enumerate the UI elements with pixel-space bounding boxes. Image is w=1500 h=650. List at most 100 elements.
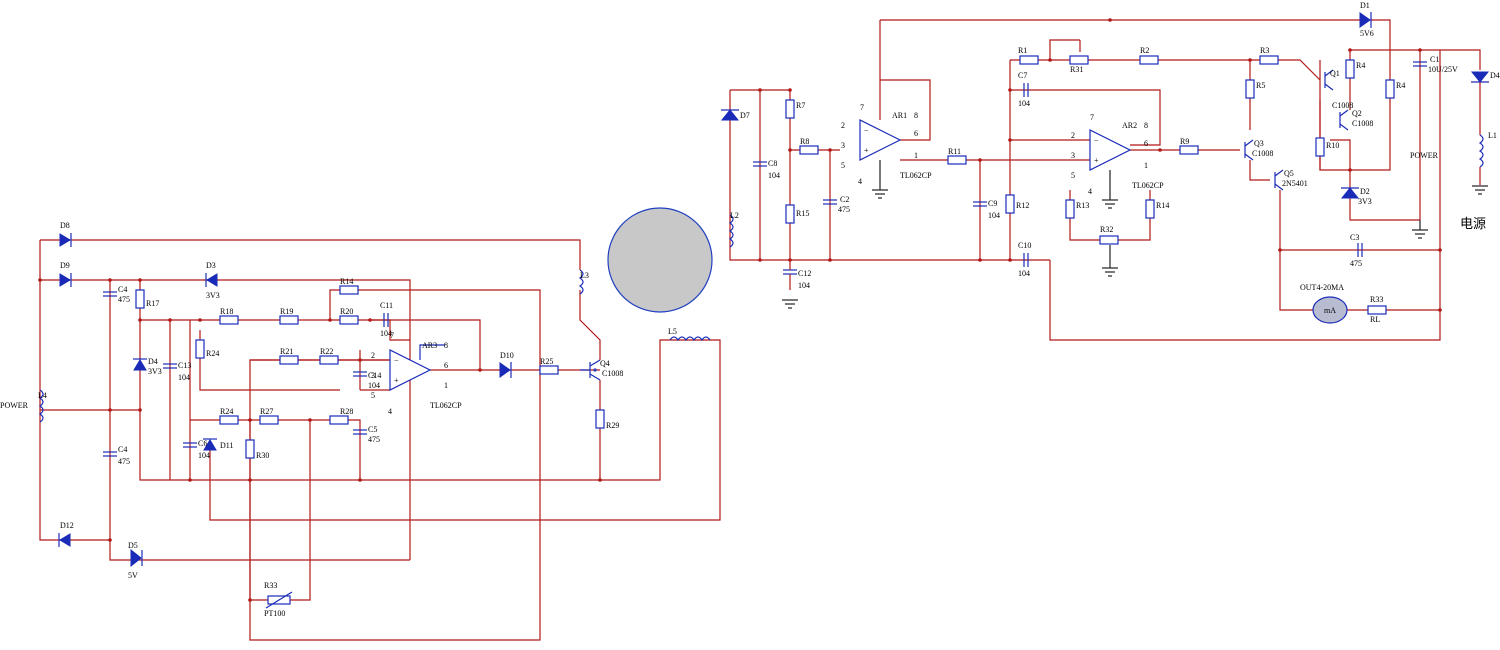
resistor-r20 xyxy=(339,315,359,325)
resistor-r2 xyxy=(1139,55,1159,65)
label-r33-right: R33 xyxy=(1370,295,1383,304)
label-r24-bottom: R24 xyxy=(220,407,233,416)
resistor-r22 xyxy=(319,355,339,365)
label-r30: R30 xyxy=(256,451,269,460)
label-d2-value: 3V3 xyxy=(1358,197,1372,206)
resistor-r5 xyxy=(1245,79,1255,99)
pin-ar1-2: 2 xyxy=(841,121,845,130)
diode-d2 xyxy=(1340,187,1360,199)
label-q3: Q3 xyxy=(1254,139,1264,148)
pin-ar1-4: 4 xyxy=(858,177,862,186)
svg-text:−: − xyxy=(864,126,869,135)
resistor-r29 xyxy=(595,409,605,429)
label-r4-top: R4 xyxy=(1356,61,1365,70)
pin-ar3-6: 6 xyxy=(444,361,448,370)
label-r11: R11 xyxy=(948,147,961,156)
label-r24-left: R24 xyxy=(206,349,219,358)
resistor-r4-top xyxy=(1345,59,1355,79)
resistor-r4-right xyxy=(1385,79,1395,99)
resistor-r21 xyxy=(279,355,299,365)
label-d2: D2 xyxy=(1360,187,1370,196)
label-c12: C12 xyxy=(798,269,811,278)
label-q4: Q4 xyxy=(600,359,610,368)
right-circuit-wires xyxy=(729,19,1481,341)
inductor-l3 xyxy=(578,269,584,295)
label-c3-value: 475 xyxy=(1350,259,1362,268)
resistor-r24-left xyxy=(195,339,205,359)
label-l5: L5 xyxy=(668,327,677,336)
label-c1-value: 10U/25V xyxy=(1428,65,1458,74)
label-c9-value: 104 xyxy=(988,211,1000,220)
svg-text:+: + xyxy=(394,376,399,385)
label-l3: L3 xyxy=(580,271,589,280)
label-c4-bottom: C4 xyxy=(118,445,127,454)
diode-d12 xyxy=(59,533,71,547)
right-junctions xyxy=(758,18,1442,312)
resistor-r26 xyxy=(219,415,239,425)
label-l4: L4 xyxy=(38,391,47,400)
pin-ar3-3: 3 xyxy=(371,371,375,380)
opamp-ar3 xyxy=(389,349,432,391)
label-c14-value: 104 xyxy=(368,381,380,390)
resistor-r16 xyxy=(339,285,359,295)
opamp-ar1 xyxy=(859,119,902,161)
label-c13-value: 104 xyxy=(178,373,190,382)
label-r5: R5 xyxy=(1256,81,1265,90)
label-r29: R29 xyxy=(606,421,619,430)
resistor-r27 xyxy=(259,415,279,425)
label-r27: R27 xyxy=(260,407,273,416)
resistor-r28 xyxy=(329,415,349,425)
label-ar3: AR3 xyxy=(422,341,437,350)
label-r17: R17 xyxy=(146,299,159,308)
label-l1: L1 xyxy=(1488,131,1497,140)
pin-ar1-3: 3 xyxy=(841,141,845,150)
label-r8: R8 xyxy=(800,137,809,146)
label-c14: C14 xyxy=(368,371,381,380)
resistor-r15 xyxy=(785,204,795,224)
pin-ar3-1: 1 xyxy=(444,381,448,390)
diode-d4 xyxy=(133,359,147,371)
diode-d11 xyxy=(203,439,217,451)
svg-text:+: + xyxy=(1094,156,1099,165)
label-r33-left: R33 xyxy=(264,581,277,590)
label-r22: R22 xyxy=(320,347,333,356)
pin-ar1-1: 1 xyxy=(914,151,918,160)
label-d11: D11 xyxy=(220,441,233,450)
label-r13: R13 xyxy=(1076,201,1089,210)
label-r19: R19 xyxy=(280,307,293,316)
label-r31: R31 xyxy=(1070,65,1083,74)
label-d8: D8 xyxy=(60,221,70,230)
label-c12-value: 104 xyxy=(798,281,810,290)
label-ma: mA xyxy=(1324,306,1336,315)
resistor-r13 xyxy=(1065,199,1075,219)
diode-d7 xyxy=(720,109,740,121)
resistor-r14 xyxy=(1145,199,1155,219)
diode-d1 xyxy=(1359,12,1371,28)
label-d3-value: 3V3 xyxy=(206,291,220,300)
label-d5: D5 xyxy=(128,541,138,550)
label-d4-left-value: 3V3 xyxy=(148,367,162,376)
label-c1008-d: C1008 xyxy=(602,369,623,378)
diode-d10 xyxy=(499,362,511,378)
pin-ar2-3: 3 xyxy=(1071,151,1075,160)
label-c11: C11 xyxy=(380,301,393,310)
label-r32: R32 xyxy=(1100,225,1113,234)
resistor-r8 xyxy=(799,145,819,155)
label-c1008-a: C1008 xyxy=(1332,101,1353,110)
label-r4-right: R4 xyxy=(1396,81,1405,90)
label-tl1: TL062CP xyxy=(900,171,932,180)
label-d1-value: 5V6 xyxy=(1360,29,1374,38)
pin-ar2-4: 4 xyxy=(1088,187,1092,196)
label-d7: D7 xyxy=(740,111,750,120)
label-c7: C7 xyxy=(1018,71,1027,80)
label-c9: C9 xyxy=(988,199,997,208)
label-q2: Q2 xyxy=(1352,109,1362,118)
label-d9: D9 xyxy=(60,261,70,270)
label-tl3: TL062CP xyxy=(430,401,462,410)
label-r14-left: R14 xyxy=(340,277,353,286)
label-d4-right: D4 xyxy=(1490,71,1500,80)
pin-ar3-7: 7 xyxy=(390,331,394,340)
labels: POWER POWER 电源 OUT4-20MA mA RL PT100 R33… xyxy=(0,1,1500,618)
resistor-r1 xyxy=(1019,55,1039,65)
label-c13: C13 xyxy=(178,361,191,370)
